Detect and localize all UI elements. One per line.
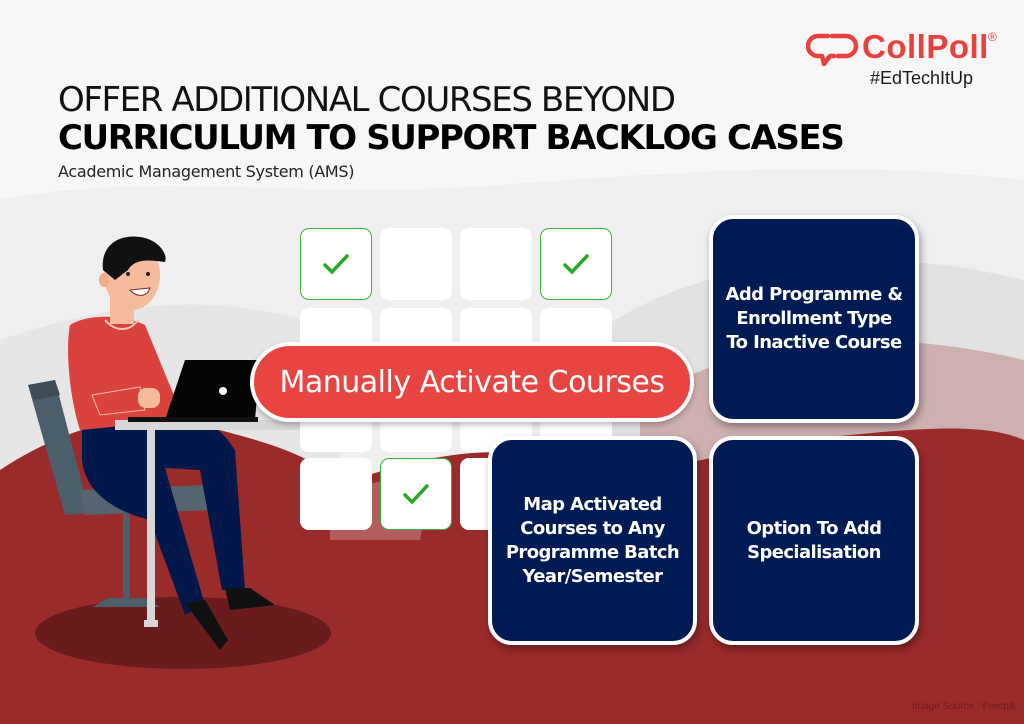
course-tile-checked — [300, 228, 372, 300]
feature-label: Map Activated Courses to Any Programme B… — [505, 493, 680, 587]
brand-tagline: #EdTechItUp — [870, 68, 974, 88]
course-tile — [300, 458, 372, 530]
chat-bubbles-icon — [806, 33, 859, 67]
image-source-credit: Image Source : Freepik — [912, 701, 1016, 712]
checkmark-icon — [323, 254, 349, 275]
collpoll-logo[interactable]: CollPoll ® #EdTechItUp — [806, 28, 1006, 90]
highlight-label: Manually Activate Courses — [279, 364, 666, 400]
registered-mark: ® — [988, 30, 997, 44]
feature-label: Add Programme & Enrollment Type To Inact… — [725, 284, 904, 353]
course-tile-checked — [540, 228, 612, 300]
title-line-2: CURRICULUM TO SUPPORT BACKLOG CASES — [58, 118, 845, 158]
checkmark-icon — [403, 484, 429, 505]
feature-card-add-specialisation: Option To Add Specialisation — [709, 436, 919, 645]
subtitle: Academic Management System (AMS) — [58, 162, 355, 181]
checkmark-icon — [563, 254, 589, 275]
feature-card-add-programme: Add Programme & Enrollment Type To Inact… — [709, 215, 919, 423]
brand-name: CollPoll — [862, 28, 989, 65]
manually-activate-courses-badge: Manually Activate Courses — [250, 342, 694, 422]
feature-card-map-activated-courses: Map Activated Courses to Any Programme B… — [488, 436, 697, 645]
person-at-laptop-illustration — [28, 236, 300, 650]
title-line-1: OFFER ADDITIONAL COURSES BEYOND — [58, 80, 676, 120]
course-tile — [380, 228, 452, 300]
feature-label: Option To Add Specialisation — [746, 517, 882, 563]
course-tile-checked — [380, 458, 452, 530]
course-tile — [460, 228, 532, 300]
